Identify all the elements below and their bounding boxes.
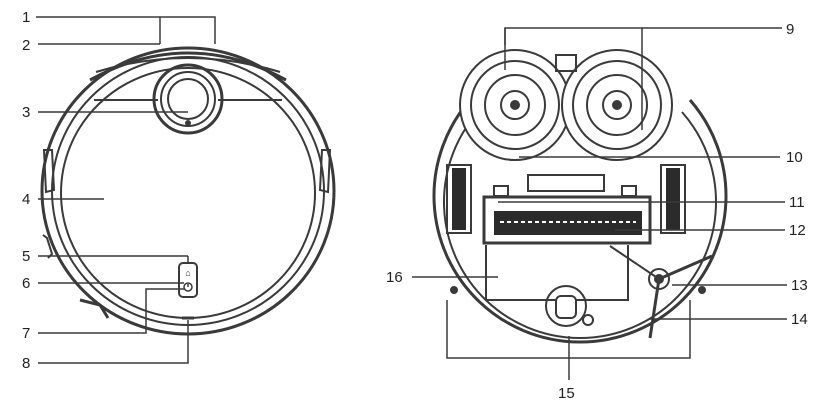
power-button: [183, 282, 193, 292]
callout-8: 8: [22, 355, 30, 372]
left-drive-wheel: [446, 164, 472, 234]
top-view: ⌂: [40, 46, 336, 336]
home-button-glyph: ⌂: [185, 268, 190, 278]
lds-turret: [152, 63, 224, 135]
callout-10: 10: [786, 149, 803, 166]
callout-14: 14: [791, 311, 808, 328]
left-bumper: [42, 149, 56, 194]
main-brush-cover: [482, 195, 652, 245]
callout-7: 7: [22, 325, 30, 342]
callout-9: 9: [786, 21, 794, 38]
front-bumper: [89, 51, 287, 82]
callout-2: 2: [22, 37, 30, 54]
callout-13: 13: [791, 277, 808, 294]
callout-15: 15: [558, 385, 575, 402]
underside-shell: [432, 99, 728, 344]
callout-4: 4: [22, 191, 30, 208]
side-brush-hub: [648, 268, 670, 290]
callout-1: 1: [22, 9, 30, 26]
callout-6: 6: [22, 275, 30, 292]
caster-wheel: [545, 285, 587, 327]
callout-5: 5: [22, 248, 30, 265]
right-callout-lines: [412, 27, 787, 380]
left-callout-lines: [36, 16, 216, 364]
main-brush: [494, 211, 642, 235]
right-drive-wheel: [660, 164, 686, 234]
callout-16: 16: [386, 269, 403, 286]
callout-3: 3: [22, 104, 30, 121]
bottom-view: [432, 49, 728, 344]
callout-12: 12: [789, 222, 806, 239]
callout-11: 11: [789, 194, 805, 211]
right-bumper: [318, 149, 332, 194]
top-cover: [60, 67, 316, 319]
callout-labels: 1 2 3 4 5 6 7 8 9 10 11 12 13 14 15 16: [22, 9, 808, 402]
dust-box: [485, 245, 629, 301]
